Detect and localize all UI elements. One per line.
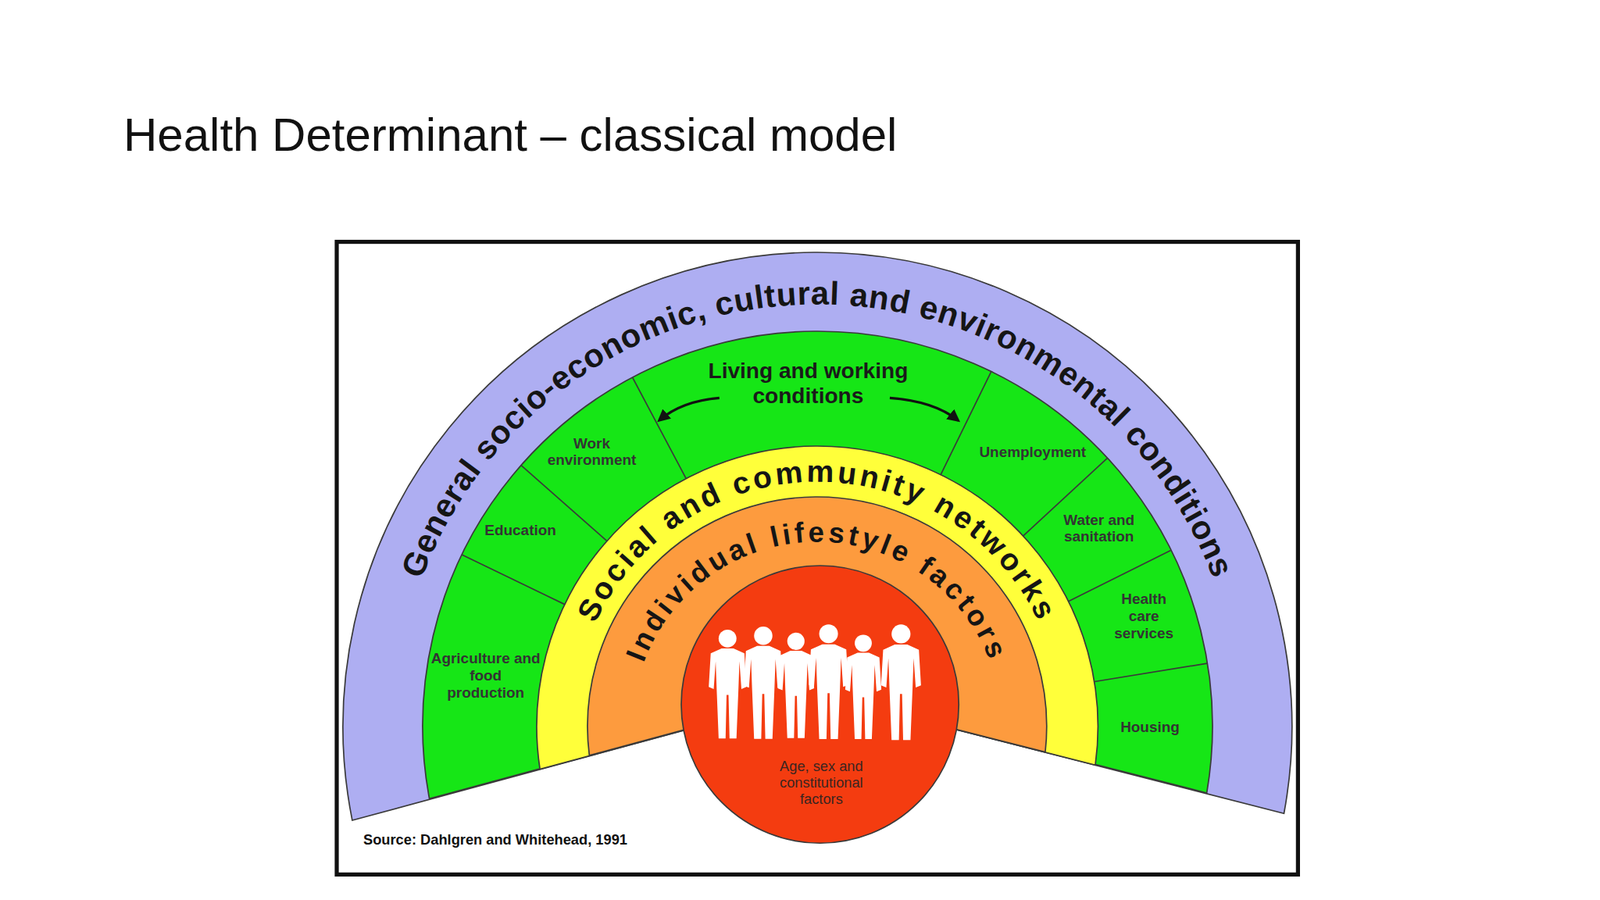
people-silhouettes [708, 624, 922, 740]
divider-line [632, 377, 686, 479]
determinant-band: Living and working conditionsWork enviro… [422, 331, 1213, 801]
core-circle: Age, sex and constitutional factors [681, 565, 959, 843]
person-figure [845, 634, 882, 740]
segment-dividers [461, 371, 1208, 682]
segment-box: Education [453, 521, 587, 540]
segment-label: Housing [1093, 718, 1207, 736]
segment-box: Unemployment [966, 443, 1100, 461]
divider-line [1068, 550, 1172, 601]
segment-label: Unemployment [966, 443, 1100, 461]
segment-label: Education [453, 521, 587, 540]
segment-label: Health care services [1107, 590, 1181, 642]
segment-box: Agriculture and food production [430, 650, 541, 701]
person-figure [743, 626, 783, 740]
curved-arrow [889, 397, 959, 421]
source-caption: Source: Dahlgren and Whitehead, 1991 [363, 831, 628, 849]
divider-line [1094, 663, 1208, 682]
divider-line [461, 554, 565, 605]
divider-line [1023, 458, 1108, 536]
divider-line [940, 371, 991, 475]
segment-label: Work environment [536, 435, 647, 470]
slide-title: Health Determinant – classical model [123, 107, 897, 162]
core-label: Age, sex and constitutional factors [757, 757, 886, 808]
segment-box: Housing [1093, 718, 1207, 736]
divider-line [521, 465, 608, 542]
figure-frame [336, 242, 1298, 875]
person-figure [777, 632, 815, 739]
determinant-band: Individual lifestyle factorsAge, sex and… [587, 496, 1047, 758]
determinant-band: General socio-economic, cultural and env… [342, 252, 1293, 823]
segment-box: Health care services [1107, 590, 1181, 642]
person-figure [881, 624, 922, 740]
circle-fill [681, 565, 959, 843]
determinant-band: Social and community networksIndividual … [536, 446, 1098, 772]
person-figure [708, 629, 747, 739]
segment-box: Work environment [536, 435, 647, 470]
band-heading: Living and working conditions [680, 358, 936, 410]
curved-arrow [659, 397, 720, 421]
segment-label: Water and sanitation [1043, 511, 1154, 547]
segment-box: Water and sanitation [1043, 511, 1154, 547]
person-figure [808, 624, 849, 740]
segment-label: Agriculture and food production [430, 650, 541, 701]
